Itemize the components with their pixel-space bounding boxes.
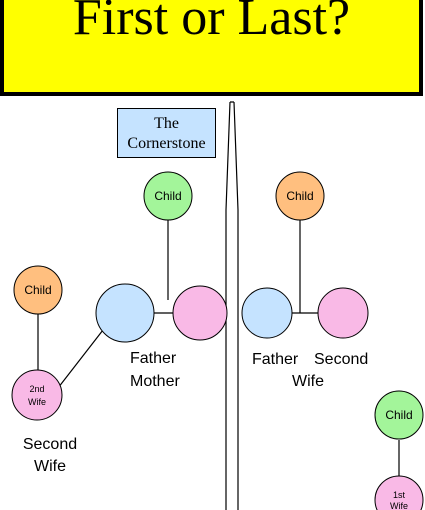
label-line2: Wife <box>34 458 66 475</box>
cornerstone-box: The Cornerstone <box>117 108 216 158</box>
label-line1: Second <box>314 351 369 368</box>
node-label-line2: Wife <box>28 397 46 407</box>
node-label: Child <box>286 189 313 203</box>
node-child-top-left: Child <box>143 171 193 221</box>
node-label: Child <box>24 283 51 297</box>
label-second-wife-left: Second Wife <box>18 436 82 476</box>
cornerstone-line2: Cornerstone <box>127 135 206 152</box>
node-mother-left <box>172 285 228 341</box>
page-title: First or Last? <box>72 0 351 46</box>
label-mother-left: Mother <box>130 373 180 390</box>
node-label-line2: Wife <box>390 501 408 510</box>
node-1st-wife: 1st Wife <box>374 475 424 510</box>
label-father-right: Father <box>252 351 299 368</box>
label-second-wife-right: Second <box>314 351 374 369</box>
node-child-left: Child <box>13 265 63 315</box>
label-wife-right: Wife <box>292 373 324 390</box>
node-child-bottom-right: Child <box>374 390 424 440</box>
node-label: Child <box>385 408 412 422</box>
node-label: Child <box>154 189 181 203</box>
node-father-right <box>241 287 293 339</box>
label-line1: Second <box>22 436 78 453</box>
node-2nd-wife: 2nd Wife <box>11 369 63 421</box>
title-banner: First or Last? <box>0 0 423 96</box>
center-divider <box>225 101 239 510</box>
node-child-top-right: Child <box>275 171 325 221</box>
node-second-wife-right <box>317 287 369 339</box>
connector-father-2nd-wife <box>57 329 104 389</box>
node-father-left <box>95 283 155 343</box>
node-label-line1: 2nd <box>29 384 44 394</box>
node-label-line1: 1st <box>393 490 406 500</box>
cornerstone-line1: The <box>154 115 179 132</box>
label-father-left: Father <box>130 350 177 367</box>
